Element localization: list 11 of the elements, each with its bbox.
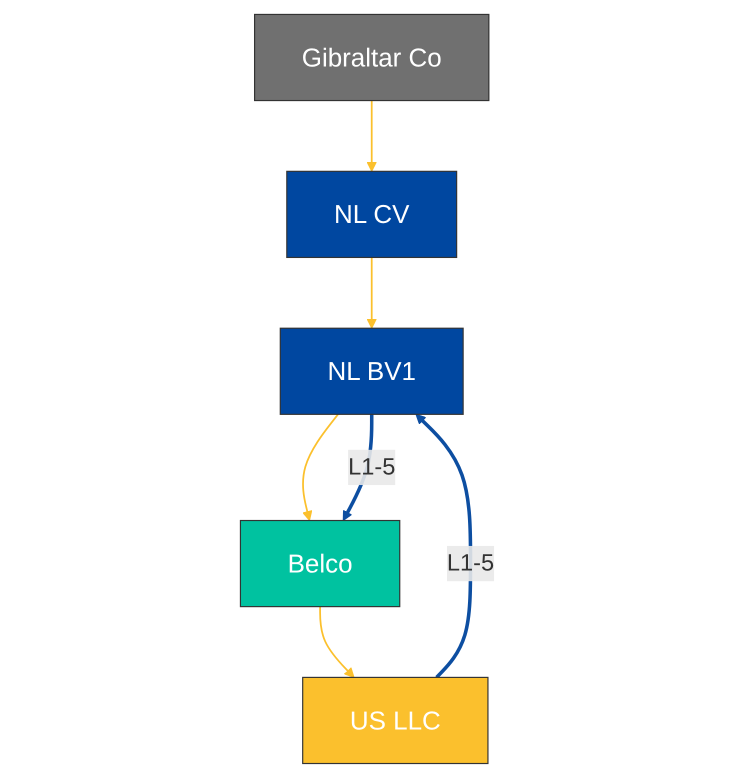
edge-label: L1-5 <box>447 550 494 577</box>
node-box: Belco <box>240 520 401 608</box>
node-box: NL BV1 <box>280 328 464 415</box>
node-box: US LLC <box>302 676 489 764</box>
node-box: Gibraltar Co <box>254 14 490 102</box>
edge-label: L1-5 <box>348 454 396 480</box>
arrow <box>366 257 378 329</box>
arrow <box>366 100 378 172</box>
node-box: NL CV <box>286 170 458 258</box>
arrow <box>319 606 355 678</box>
arrow <box>302 414 339 521</box>
